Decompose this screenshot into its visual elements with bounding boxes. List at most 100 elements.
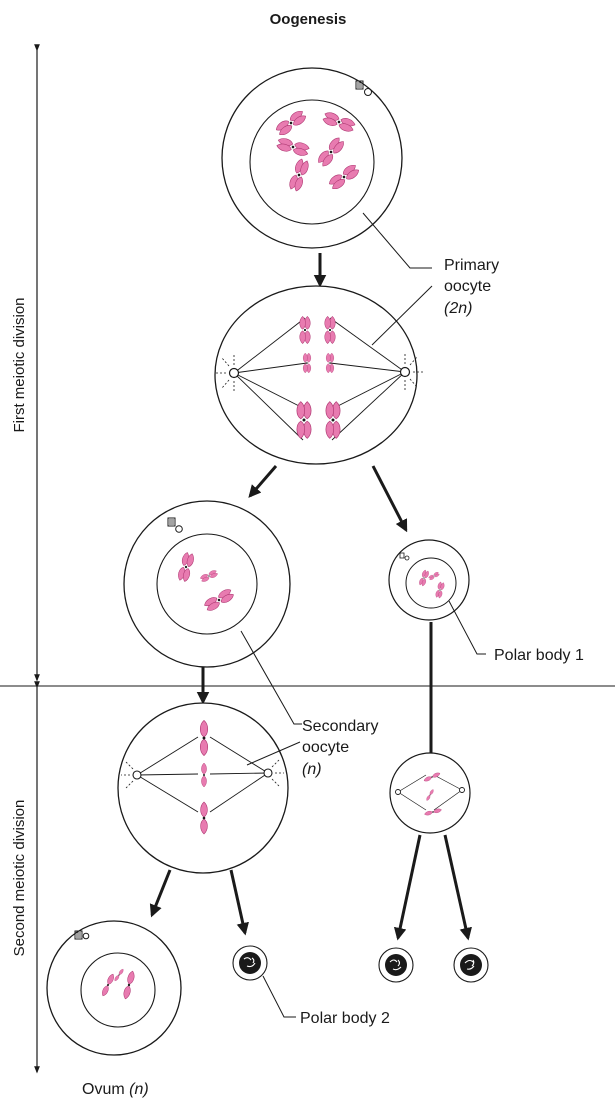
centromere <box>329 150 333 154</box>
polar-body-cell-b <box>453 947 489 983</box>
spindle-pole-right <box>399 353 423 391</box>
centromere <box>118 974 120 976</box>
leader-secondary-oocyte-top <box>240 630 302 725</box>
chromosome-pair-1 <box>275 110 307 136</box>
sister-chromatids <box>324 316 331 344</box>
sister-chromatids <box>421 570 429 587</box>
centrosome-icon <box>355 80 372 96</box>
arrow-to-polar-body-b <box>443 834 472 941</box>
sister-chromatids <box>276 143 309 156</box>
centromere <box>337 120 341 124</box>
chromosome-pair-5 <box>289 158 309 192</box>
secondary-oocyte-label-line2: oocyte <box>302 739 349 756</box>
centrosome-icon <box>74 930 90 940</box>
sister-chromatids <box>302 352 308 374</box>
chromosome-4 <box>423 772 441 782</box>
spindle-pole-left <box>121 761 142 789</box>
polar-body-2-cell <box>232 945 268 981</box>
leader-secondary-oocyte-metaphase <box>246 741 301 766</box>
chromosome-pair-6 <box>328 164 360 190</box>
sister-chromatids <box>438 582 445 599</box>
sister-chromatids <box>322 141 344 167</box>
chromosome-3 <box>200 801 208 835</box>
primary-oocyte-label-line1: Primary <box>444 257 499 274</box>
polar-body-1-label: Polar body 1 <box>494 647 584 664</box>
polar-body-2-label: Polar body 2 <box>300 1010 390 1027</box>
sister-chromatids <box>201 573 218 582</box>
chromosome-pair-13 <box>178 552 194 582</box>
spindle-pole-right <box>263 759 284 787</box>
sister-chromatids <box>299 316 306 344</box>
primary-oocyte-label-line2: oocyte <box>444 278 491 295</box>
sister-chromatids <box>296 401 306 439</box>
chromosome-pair-7 <box>299 316 311 344</box>
sister-chromatids <box>322 117 354 132</box>
centromere <box>107 984 109 986</box>
chromosome-7 <box>102 973 114 997</box>
leader-primary-oocyte-metaphase <box>371 285 433 346</box>
sister-chromatids <box>332 169 360 190</box>
centromere <box>202 816 206 820</box>
sister-chromatids <box>294 160 309 192</box>
spindle-pole-left <box>216 354 240 392</box>
sister-chromatids <box>279 115 307 136</box>
centromere <box>433 575 435 577</box>
secondary-oocyte-label-line1: Secondary <box>302 718 379 735</box>
chromosome-pair-14 <box>200 570 218 582</box>
secondary-oocyte-cell <box>123 500 291 668</box>
arrow-to-ovum <box>149 869 172 918</box>
chromosome-1 <box>199 719 209 757</box>
chromosome-8 <box>114 968 124 982</box>
centromere <box>329 362 331 364</box>
centromere <box>184 565 188 569</box>
centromere <box>432 811 434 813</box>
centrosome-icon <box>167 517 183 533</box>
chromosome-pair-16 <box>419 569 429 587</box>
chromosome-pair-2 <box>322 112 356 132</box>
chromosome-pair-12 <box>325 401 341 439</box>
centromere <box>289 121 293 125</box>
polar-body-cell-a <box>378 947 414 983</box>
chromosome-9 <box>123 970 135 1000</box>
centromere <box>203 774 205 776</box>
diagram-title: Oogenesis <box>270 11 347 28</box>
centromere <box>297 173 301 177</box>
centromere <box>202 736 206 740</box>
centromere <box>302 418 306 422</box>
chromosome-pair-17 <box>428 572 440 580</box>
chromosome-6 <box>424 808 442 816</box>
ovum-cell <box>46 920 182 1056</box>
chromosome-pair-4 <box>318 137 344 167</box>
primary-oocyte-cell <box>221 67 403 249</box>
centromere <box>429 794 431 796</box>
arrow-to-polar-body-2 <box>229 869 249 936</box>
chromosome-pair-9 <box>302 352 312 374</box>
leader-polar-body-2 <box>262 975 296 1018</box>
polar-body-1-cell <box>388 539 470 621</box>
centromere <box>423 577 425 579</box>
leader-polar-body-1 <box>448 600 486 655</box>
centromere <box>217 598 221 602</box>
sister-chromatids <box>183 553 194 582</box>
secondary-oocyte-ploidy: (n) <box>302 761 322 778</box>
centromere <box>331 418 335 422</box>
arrow-to-secondary-oocyte <box>248 465 278 498</box>
centromere <box>127 983 131 987</box>
chromosome-pair-10 <box>325 352 335 374</box>
centromere <box>328 328 332 332</box>
chromosome-pair-11 <box>296 401 312 439</box>
centromere <box>208 575 210 577</box>
chromosome-2 <box>201 762 207 788</box>
centromere <box>303 328 307 332</box>
centromere <box>439 589 441 591</box>
centromere <box>431 776 433 778</box>
ovum-label: Ovum (n) <box>82 1081 149 1098</box>
sister-chromatids <box>206 593 234 611</box>
sister-chromatids <box>325 401 335 439</box>
primary-oocyte-ploidy: (2n) <box>444 300 472 317</box>
chromosome-pair-15 <box>204 589 234 611</box>
centromere <box>342 175 346 179</box>
second-division-label: Second meiotic division <box>11 800 28 957</box>
arrow-to-polar-body-a <box>393 834 422 941</box>
metaphase-two-cell <box>117 702 289 874</box>
